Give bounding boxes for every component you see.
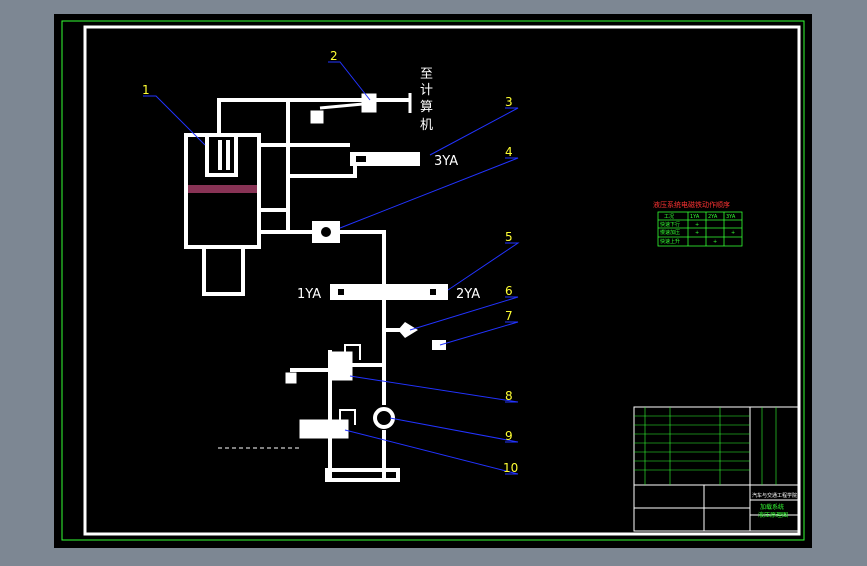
drawing-title-2: 液压原理图: [758, 511, 788, 519]
directional-valve-5: [330, 284, 448, 300]
part-number: 3: [505, 95, 513, 109]
part-number: 2: [330, 49, 338, 63]
to-computer-char: 计: [420, 83, 433, 98]
table-cell: +: [731, 230, 735, 236]
school-name: 汽车与交通工程学院: [752, 492, 797, 499]
part-number: 9: [505, 429, 513, 443]
to-computer-char: 机: [420, 118, 433, 133]
sheet-background: [54, 14, 812, 548]
part-number: 6: [505, 284, 513, 298]
check-valve-4: [312, 221, 340, 243]
solenoid-1ya-label: 1YA: [297, 287, 321, 302]
table-header: 工况: [664, 214, 674, 220]
valve-8: [285, 344, 361, 384]
solenoid-valve-3: [350, 152, 420, 166]
table-cell: 快速下行: [660, 221, 680, 228]
valve-10: [218, 409, 356, 449]
table-header: 1YA: [690, 214, 700, 220]
table-cell: +: [695, 230, 699, 236]
table-cell: +: [713, 239, 717, 245]
pump-9: [373, 407, 395, 429]
part-number: 1: [142, 83, 150, 97]
solenoid-3ya-label: 3YA: [434, 154, 458, 169]
hydraulic-cylinder: [184, 133, 261, 296]
to-computer-char: 算: [420, 100, 433, 115]
table-cell: 快速上升: [660, 238, 680, 245]
action-sequence-table: 液压系统电磁铁动作顺序 工况 1YA 2YA 3YA 快速下行 + 慢速加压 +…: [653, 200, 743, 247]
relief-valve-6: [398, 322, 446, 350]
pressure-sensor: [310, 93, 412, 124]
inner-frame: [83, 25, 801, 536]
part-number: 4: [505, 145, 513, 159]
drawing-title-1: 加载系统: [760, 503, 784, 511]
part-number: 10: [503, 461, 518, 475]
table-cell: +: [695, 222, 699, 228]
leader-lines: [143, 61, 520, 475]
table-title: 液压系统电磁铁动作顺序: [653, 200, 730, 209]
title-block: 汽车与交通工程学院 加载系统 液压原理图: [633, 406, 799, 532]
table-cell: 慢速加压: [660, 229, 680, 236]
part-number: 5: [505, 230, 513, 244]
to-computer-char: 至: [420, 67, 433, 82]
part-number-labels: 1 2 3 4 5 6 7 8 9 10: [142, 49, 518, 475]
part-number: 8: [505, 389, 513, 403]
oil-lines: [217, 98, 410, 482]
part-number: 7: [505, 309, 513, 323]
component-labels: 至 计 算 机 3YA 1YA 2YA: [297, 67, 480, 302]
solenoid-2ya-label: 2YA: [456, 287, 480, 302]
table-header: 3YA: [726, 214, 736, 220]
table-header: 2YA: [708, 214, 718, 220]
outer-border: [61, 20, 805, 541]
